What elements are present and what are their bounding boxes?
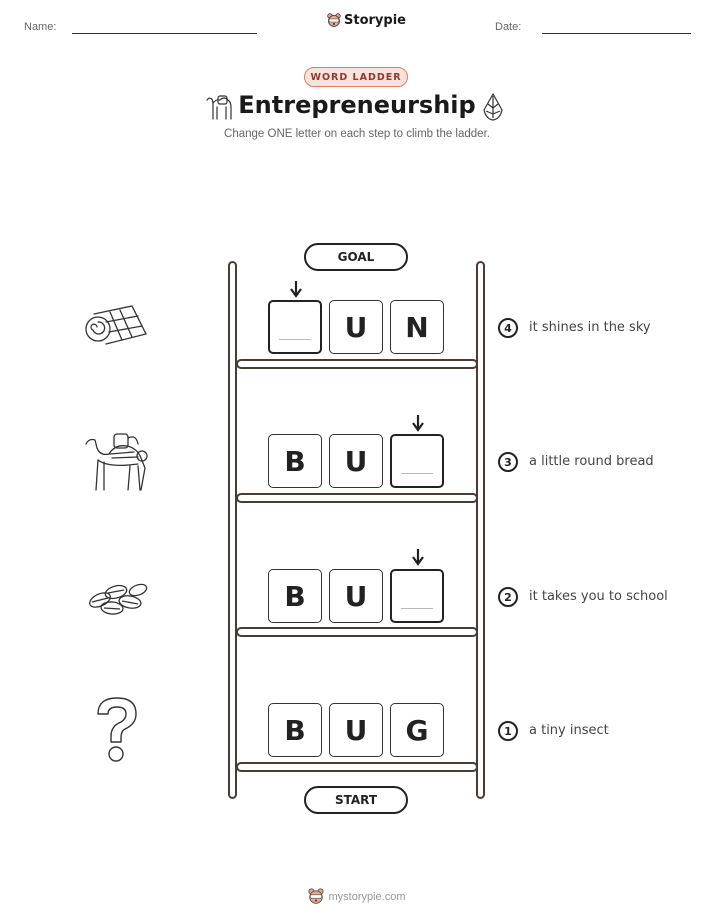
rug-roll-icon xyxy=(85,305,147,345)
footer-url[interactable]: mystorypie.com xyxy=(328,890,406,903)
letter-tile: U xyxy=(329,569,383,623)
instructions: Change ONE letter on each step to climb … xyxy=(224,128,490,140)
ladder-rung xyxy=(236,493,478,503)
clue-number: 4 xyxy=(498,318,518,338)
letter-input-blank[interactable] xyxy=(390,569,444,623)
logo-text: Storypie xyxy=(344,13,406,28)
ladder-rung xyxy=(236,762,478,772)
camel-small-icon xyxy=(206,95,232,120)
clue-text: a little round bread xyxy=(529,454,654,469)
date-label: Date: xyxy=(495,21,522,33)
name-label: Name: xyxy=(24,21,57,33)
clue-number: 3 xyxy=(498,452,518,472)
page-title: Entrepreneurship xyxy=(238,91,476,119)
question-mark-icon xyxy=(97,697,137,762)
arrowhead-stone-icon xyxy=(483,93,503,121)
letter-tile: B xyxy=(268,703,322,757)
clue-text: it shines in the sky xyxy=(529,320,651,335)
ladder-left-rail xyxy=(228,261,237,799)
start-label: START xyxy=(304,786,408,814)
storypie-logo: Storypie xyxy=(327,13,406,28)
letter-tile: B xyxy=(268,434,322,488)
clue-text: it takes you to school xyxy=(529,589,668,604)
change-arrow-icon xyxy=(290,281,302,298)
clue-number: 2 xyxy=(498,587,518,607)
letter-tile: U xyxy=(329,300,383,354)
letter-tile: U xyxy=(329,434,383,488)
letter-tile: N xyxy=(390,300,444,354)
date-field[interactable] xyxy=(542,33,691,34)
letter-input-blank[interactable] xyxy=(390,434,444,488)
bear-icon xyxy=(308,888,325,904)
seeds-icon xyxy=(89,583,148,615)
bear-icon xyxy=(327,13,341,27)
letter-tile: U xyxy=(329,703,383,757)
ladder-rung xyxy=(236,627,478,637)
letter-tile: G xyxy=(390,703,444,757)
change-arrow-icon xyxy=(412,415,424,432)
footer: mystorypie.com xyxy=(0,888,714,905)
goal-label: GOAL xyxy=(304,243,408,271)
camel-icon xyxy=(85,433,148,491)
ladder-right-rail xyxy=(476,261,485,799)
clue-number: 1 xyxy=(498,721,518,741)
change-arrow-icon xyxy=(412,549,424,566)
clue-text: a tiny insect xyxy=(529,723,609,738)
worksheet-type-badge: WORD LADDER xyxy=(304,67,408,87)
letter-input-blank[interactable] xyxy=(268,300,322,354)
ladder-rung xyxy=(236,359,478,369)
letter-tile: B xyxy=(268,569,322,623)
name-field[interactable] xyxy=(72,33,257,34)
